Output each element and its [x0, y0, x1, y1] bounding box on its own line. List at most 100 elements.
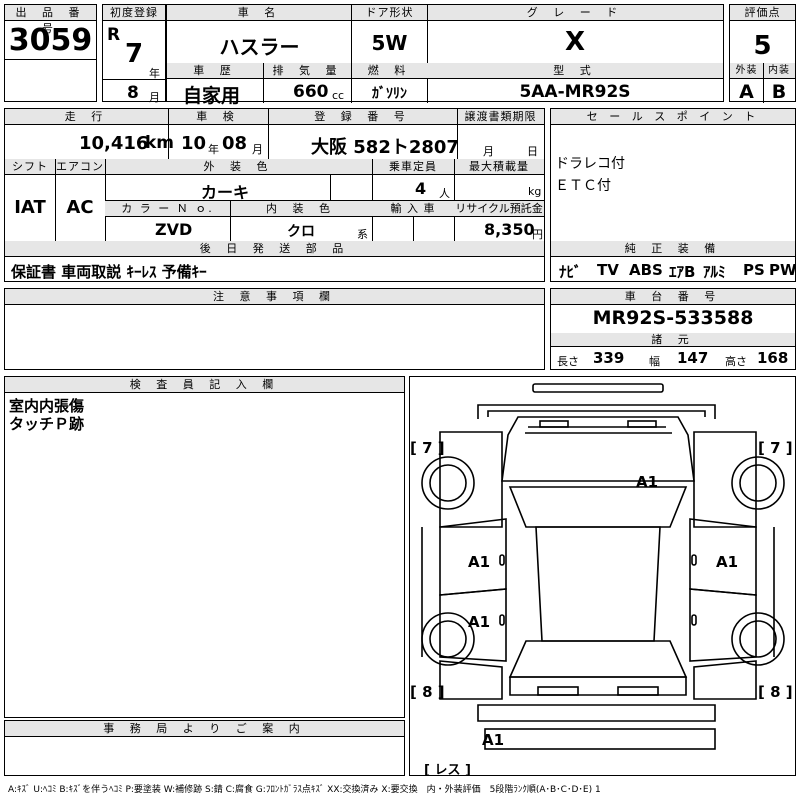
height-label: 高さ [725, 355, 747, 368]
equip-item: ｴｱB [669, 263, 696, 281]
damage-left-front-door: A1 [468, 553, 491, 571]
transfer-day-unit: 日 [527, 145, 538, 158]
damage-hood: A1 [636, 473, 659, 491]
load-label: 最大積載量 [454, 159, 544, 175]
transfer-label: 譲渡書類期限 [457, 109, 544, 125]
lot-label: 出 品 番 号 [5, 5, 96, 35]
ext-color: カーキ [201, 183, 250, 202]
inspection-year: 10 [181, 133, 207, 154]
displacement-unit: cc [332, 89, 345, 102]
length-value: 339 [593, 349, 625, 367]
width-value: 147 [677, 349, 709, 367]
ext-label: 外装 [730, 63, 763, 79]
door-type: 5W [371, 31, 408, 55]
transfer-month-unit: 月 [483, 145, 494, 158]
notes-box: 注 意 事 項 欄 [4, 288, 545, 370]
lot-box: 出 品 番 号 3059 [4, 4, 97, 102]
grade-label: グ レ ー ド [427, 5, 723, 21]
int-color-unit: 系 [357, 228, 368, 241]
model-label: 型 式 [427, 63, 723, 79]
damage-rear-bumper: A1 [482, 731, 505, 749]
month-unit: 月 [149, 91, 160, 104]
equip-item: ﾅﾋﾞ [559, 263, 582, 281]
model-code: 5AA-MR92S [519, 82, 631, 102]
plate-label: 登 録 番 号 [268, 109, 457, 125]
displacement-label: 排 気 量 [263, 63, 352, 79]
later-parts-label: 後 日 発 送 部 品 [5, 241, 544, 257]
inspector-note-2: タッチＰ跡 [9, 415, 85, 433]
recycle-label: リサイクル預託金 [454, 201, 544, 217]
int-label: 内装 [763, 63, 795, 79]
dims-label: 諸 元 [551, 333, 795, 347]
color-number: ZVD [155, 220, 193, 239]
ac: AC [66, 197, 94, 218]
recycle-unit: 円 [532, 228, 543, 241]
history: 自家用 [183, 85, 241, 107]
score-label: 評価点 [730, 5, 795, 21]
capacity-unit: 人 [439, 187, 450, 200]
sales-point-1: ドラレコ付 [555, 156, 625, 172]
first-registration-box: 初度登録 R 7 年 8 月 [102, 4, 166, 104]
car-name-label: 車 名 [167, 5, 352, 21]
reg-year: 7 [125, 39, 144, 69]
year-unit: 年 [149, 67, 160, 80]
inspector-box: 検 査 員 記 入 欄 室内内張傷 タッチＰ跡 [4, 376, 405, 718]
shift: IAT [14, 197, 46, 218]
inspection-year-unit: 年 [208, 143, 219, 156]
import-label: 輸 入 車 [372, 201, 454, 217]
chassis-box: 車 台 番 号 MR92S-533588 諸 元 長さ 339 幅 147 高さ… [550, 288, 796, 370]
displacement: 660 [293, 82, 329, 102]
sales-point-2: ＥＴＣ付 [555, 178, 611, 194]
ext-color-label: 外 装 色 [105, 159, 372, 175]
length-label: 長さ [557, 355, 579, 368]
equip-item: TV [597, 261, 619, 279]
car-outline [421, 383, 785, 750]
grade: X [564, 27, 586, 57]
int-color: クロ [287, 224, 315, 240]
details-box: 走 行 車 検 登 録 番 号 譲渡書類期限 10,416 km 10 年 08… [4, 108, 545, 282]
spec-top-box: 車 名 ドア形状 グ レ ー ド ハスラー 5W X 車 歴 排 気 量 燃 料… [166, 4, 724, 107]
first-reg-label: 初度登録 [103, 5, 165, 21]
plate-number: 大阪 582ト2807 [311, 137, 459, 158]
chassis-label: 車 台 番 号 [551, 289, 795, 305]
ac-label: エアコン [55, 159, 105, 175]
later-parts: 保証書 車両取説 ｷｰﾚｽ 予備ｷｰ [11, 263, 207, 281]
load-unit: kg [528, 185, 542, 198]
sales-box: セ ー ル ス ポ イ ン ト ドラレコ付 ＥＴＣ付 純 正 装 備 ﾅﾋﾞ T… [550, 108, 797, 282]
door-label: ドア形状 [352, 5, 427, 21]
chassis-number: MR92S-533588 [592, 307, 754, 329]
ext-grade: A [739, 81, 754, 103]
inspector-note-1: 室内内張傷 [9, 397, 85, 415]
mark-rear-left: [ 8 ] [410, 683, 445, 701]
sales-label: セ ー ル ス ポ イ ン ト [551, 109, 795, 125]
mark-rear-right: [ 8 ] [758, 683, 793, 701]
notes-label: 注 意 事 項 欄 [5, 289, 544, 305]
office-box: 事 務 局 よ り ご 案 内 [4, 720, 405, 776]
equip-label: 純 正 装 備 [551, 241, 795, 257]
lot-number: 3059 [8, 23, 93, 58]
color-no-label: カ ラ ー Ｎ ｏ. [105, 201, 230, 217]
car-diagram: [ 7 ] [ 7 ] [ 8 ] [ 8 ] [ レス ] A1 A1 A1 … [409, 376, 796, 778]
damage-left-rear-door: A1 [468, 613, 491, 631]
mileage: 10,416 [79, 133, 149, 154]
inspector-label: 検 査 員 記 入 欄 [5, 377, 404, 393]
fuel-label: 燃 料 [352, 63, 427, 79]
recycle-fee: 8,350 [484, 220, 535, 239]
equip-item: ABS [629, 261, 663, 279]
mileage-unit: km [145, 133, 175, 153]
inspection-month: 08 [222, 133, 248, 154]
inspection-month-unit: 月 [252, 143, 263, 156]
equip-item: ｱﾙﾐ [703, 263, 726, 281]
width-label: 幅 [649, 355, 660, 368]
inspection-label: 車 検 [168, 109, 268, 125]
int-grade: B [771, 81, 787, 103]
history-label: 車 歴 [167, 63, 263, 79]
height-value: 168 [757, 349, 789, 367]
equip-item: PW [769, 261, 797, 279]
capacity: 4 [415, 179, 427, 198]
legend: A:ｷｽﾞ U:ﾍｺﾐ B:ｷｽﾞを伴うﾍｺﾐ P:要塗装 W:補修跡 S:錆 … [8, 785, 601, 795]
capacity-label: 乗車定員 [372, 159, 454, 175]
reg-month: 8 [127, 83, 139, 103]
equip-item: PS [743, 261, 765, 279]
damage-right-front-door: A1 [716, 553, 739, 571]
